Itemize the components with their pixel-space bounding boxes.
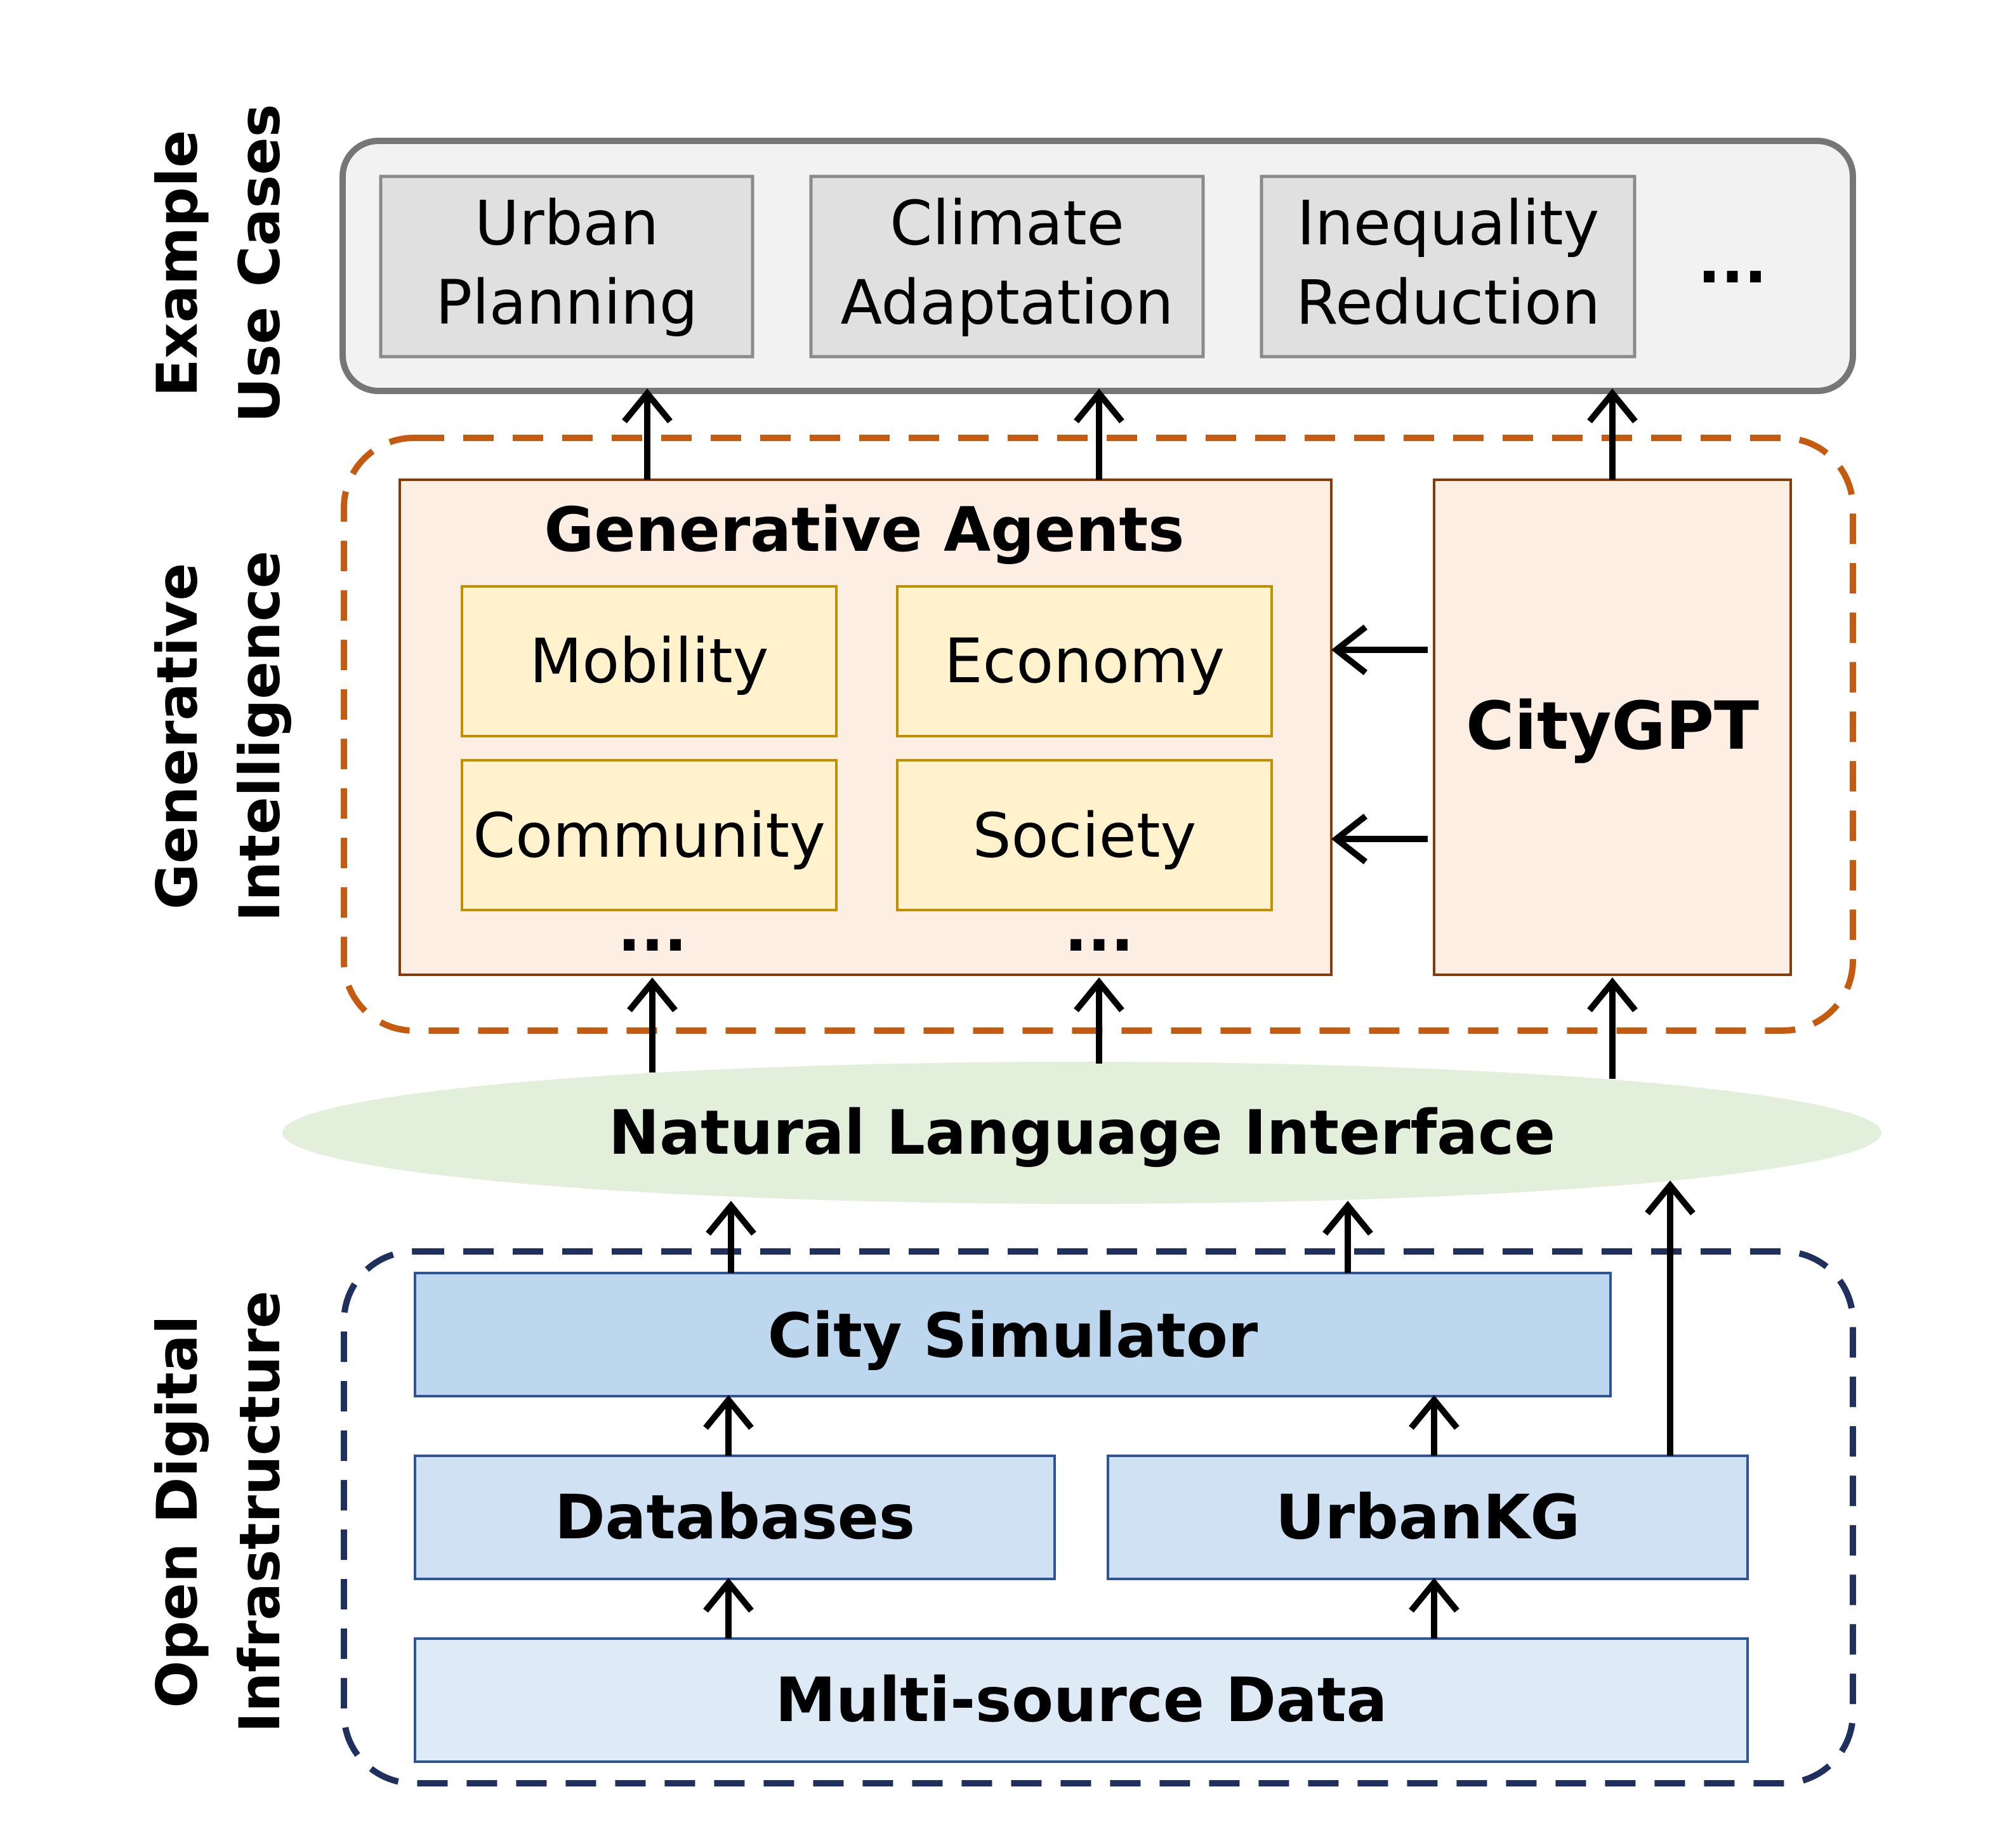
arrow-urbankg-to-interface [1645,1180,1696,1456]
arrow-interface-to-citygpt [1587,977,1638,1079]
side-label-use-cases-line1: Example [145,130,210,397]
use-case-2-line1: Climate [890,188,1124,259]
module-mobility-label: Mobility [530,626,769,697]
arrow-data-to-urbankg [1409,1578,1459,1639]
side-label-gi-line1: Generative [145,563,210,909]
use-case-climate-adaptation: Climate Adaptation [809,175,1205,359]
agents-ellipsis-right: ... [1064,894,1133,965]
use-case-2-line2: Adaptation [840,267,1173,338]
use-case-urban-planning: Urban Planning [379,175,754,359]
interface-label: Natural Language Interface [609,1097,1555,1168]
citygpt-panel: CityGPT [1433,478,1792,976]
arrow-citygpt-to-agents-lower [1331,814,1428,864]
urbankg-box: UrbanKG [1107,1455,1749,1580]
side-label-infra-line1: Open Digital [145,1316,210,1708]
city-simulator-label: City Simulator [768,1300,1258,1371]
module-mobility-box [461,585,838,737]
arrow-databases-to-simulator [703,1395,754,1456]
module-economy-label: Economy [944,626,1225,697]
use-case-inequality-reduction: Inequality Reduction [1260,175,1637,359]
arrow-simulator-to-interface-right [1322,1201,1373,1273]
module-economy-box [896,585,1273,737]
arrow-interface-to-agents-right [1074,977,1124,1064]
use-cases-ellipsis: ... [1697,226,1767,297]
arrows [622,388,1696,1639]
side-label-infra-line2: Infrastructure [227,1291,293,1733]
natural-language-interface: Natural Language Interface [282,1062,1881,1204]
urbankg-label: UrbanKG [1275,1482,1580,1553]
arrow-agents-to-urban-planning [622,388,673,480]
databases-label: Databases [555,1482,915,1553]
arrow-agents-to-climate-adaptation [1074,388,1124,480]
side-label-use-cases-line2: Use Cases [227,104,293,423]
citygpt-label: CityGPT [1466,687,1759,765]
module-community-box [461,759,838,911]
generative-agents-panel: Generative Agents Mobility Economy Commu… [399,478,1333,976]
module-community-label: Community [473,800,826,871]
arrow-citygpt-to-inequality-reduction [1587,388,1638,480]
city-simulator-box: City Simulator [414,1272,1612,1397]
arrow-data-to-databases [703,1578,754,1639]
arrow-urbankg-to-simulator [1409,1395,1459,1456]
arrow-simulator-to-interface-left [706,1201,756,1273]
side-label-gi-line2: Intelligence [227,551,293,922]
module-society-label: Society [973,800,1197,871]
use-case-3-line1: Inequality [1297,188,1600,259]
multi-source-data-label: Multi-source Data [775,1665,1388,1736]
use-case-1-line2: Planning [435,267,698,338]
arrow-citygpt-to-agents-upper [1331,624,1428,675]
multi-source-data-box: Multi-source Data [414,1637,1749,1763]
generative-agents-title: Generative Agents [544,494,1185,565]
arrow-interface-to-agents-left [627,977,678,1072]
agents-ellipsis-left: ... [617,894,687,965]
module-society-box [896,759,1273,911]
databases-box: Databases [414,1455,1056,1580]
use-case-1-line1: Urban [475,188,659,259]
use-case-3-line2: Reduction [1296,267,1600,338]
